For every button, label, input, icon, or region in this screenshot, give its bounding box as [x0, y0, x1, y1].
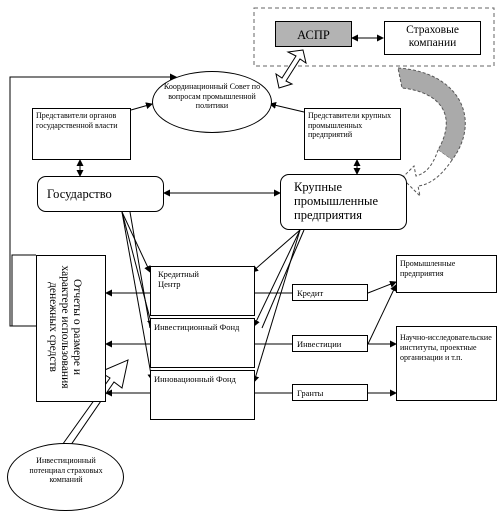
- credit-center-node: Кредитный Центр: [150, 266, 255, 316]
- state-to-funds-arrows: [121, 211, 155, 381]
- aspr-label: АСПР: [297, 28, 330, 42]
- gov-reps-council-link: [130, 102, 153, 111]
- state-node: Государство: [37, 176, 164, 212]
- research-label: Научно-исследовательские институты, прое…: [400, 333, 492, 362]
- potential-hollow-arrow: [59, 359, 129, 453]
- report-label: Отчеты о размере и характере использован…: [47, 265, 83, 389]
- ind-reps-council-link: [269, 101, 305, 113]
- insurers-node: Страховые компании: [384, 21, 481, 55]
- ent-to-funds-arrows: [251, 229, 305, 383]
- credit-label: Кредит: [297, 288, 324, 298]
- credit-to-prom: [367, 280, 397, 294]
- investments-node: Инвестиции: [292, 335, 368, 352]
- insurers-group-frame: [253, 7, 495, 67]
- aspr-council-hollow-arrow: [275, 49, 307, 89]
- innov-fund-node: Инновационный Фонд: [150, 370, 255, 420]
- ind-reps-label: Представители крупных промышленных предп…: [308, 111, 392, 139]
- aspr-node: АСПР: [275, 21, 352, 47]
- potential-label: Инвестиционный потенциал страховых компа…: [29, 456, 103, 484]
- council-label: Координационный Совет по вопросам промыш…: [163, 82, 261, 110]
- gov-reps-node: Представители органов государственной вл…: [32, 108, 131, 160]
- credit-node: Кредит: [292, 284, 368, 301]
- prom-ent-node: Промышленные предприятия: [396, 255, 497, 293]
- big-ent-label: Крупные промышленные предприятия: [294, 180, 378, 222]
- grants-label: Гранты: [297, 388, 324, 398]
- report-node: Отчеты о размере и характере использован…: [36, 255, 106, 402]
- invest-fund-node: Инвестиционный Фонд: [150, 318, 255, 368]
- state-label: Государство: [47, 187, 112, 201]
- credit-center-label: Кредитный Центр: [158, 269, 199, 289]
- insurers-curved-arrow: [397, 67, 466, 198]
- gov-reps-label: Представители органов государственной вл…: [36, 111, 118, 130]
- potential-node: Инвестиционный потенциал страховых компа…: [7, 443, 124, 511]
- council-node: Координационный Совет по вопросам промыш…: [152, 71, 272, 133]
- grants-node: Гранты: [292, 384, 368, 401]
- research-node: Научно-исследовательские институты, прое…: [396, 326, 497, 401]
- ind-reps-node: Представители крупных промышленных предп…: [304, 108, 401, 160]
- innov-fund-label: Инновационный Фонд: [154, 374, 236, 384]
- insurers-label: Страховые компании: [406, 24, 459, 49]
- invest-fund-label: Инвестиционный Фонд: [154, 322, 240, 332]
- invest-to-prom: [367, 284, 397, 345]
- prom-ent-label: Промышленные предприятия: [400, 259, 456, 278]
- big-ent-node: Крупные промышленные предприятия: [280, 174, 407, 230]
- investments-label: Инвестиции: [297, 339, 342, 349]
